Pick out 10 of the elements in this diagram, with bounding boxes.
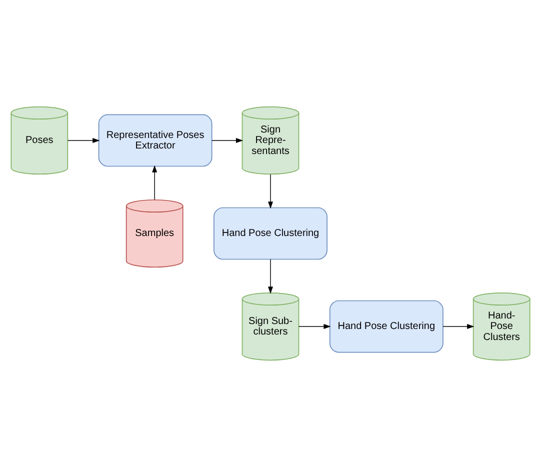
arrow [268, 174, 273, 209]
node-box: Hand Pose Clustering [214, 207, 328, 260]
arrow [268, 259, 273, 294]
node-box: Representative Poses Extractor [98, 114, 212, 167]
arrow [442, 324, 474, 330]
arrow [298, 324, 331, 330]
arrow [212, 138, 244, 143]
arrow [67, 138, 100, 143]
node-box: Hand Pose Clustering [329, 300, 444, 353]
arrow [152, 165, 158, 200]
